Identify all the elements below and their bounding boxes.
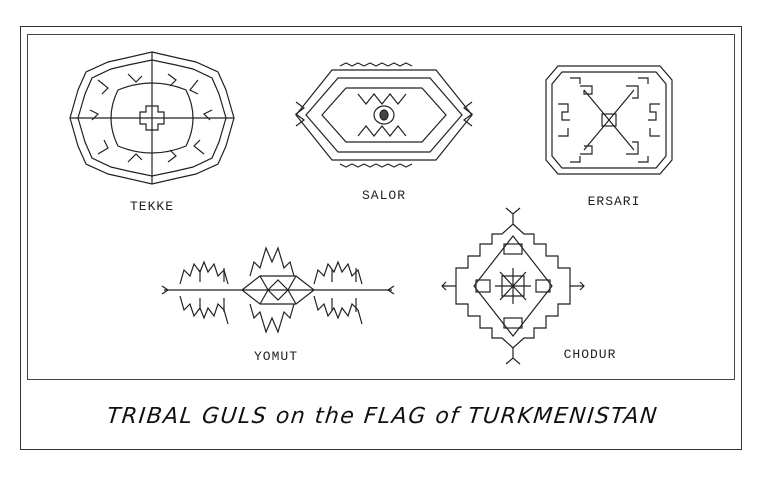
gul-label-chodur: CHODUR [563,347,617,362]
salor-gul-illustration [292,62,476,168]
chodur-gul-illustration [440,206,586,366]
ersari-gul-illustration [544,64,674,176]
tekke-gul-illustration [68,50,236,186]
page-title: TRIBAL GULS on the FLAG of TURKMENISTAN [105,404,660,429]
yomut-gul-illustration [160,240,396,340]
inner-frame [27,34,735,380]
gul-label-tekke: TEKKE [129,199,175,214]
gul-label-salor: SALOR [361,188,407,203]
gul-label-ersari: ERSARI [587,194,641,209]
gul-label-yomut: YOMUT [253,349,299,364]
outer-frame [20,26,742,450]
